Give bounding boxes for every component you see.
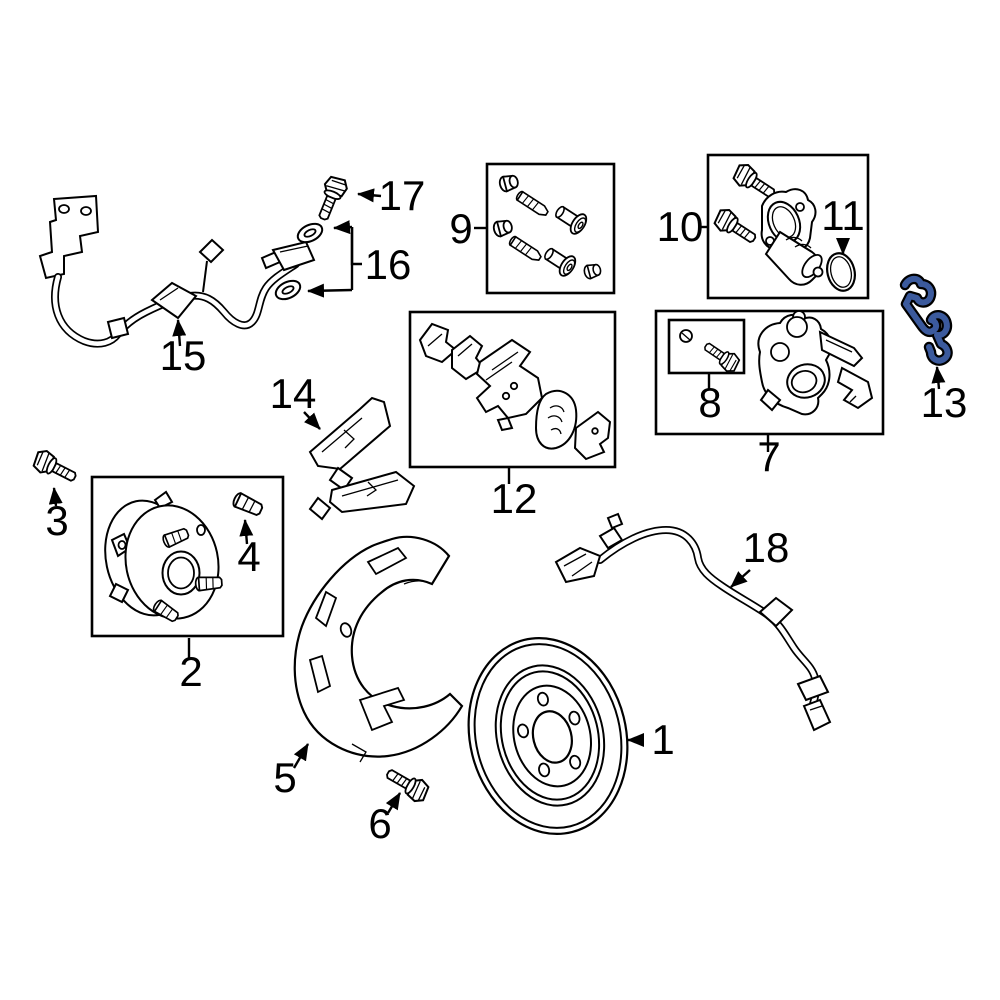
callout-16: 16	[365, 241, 412, 288]
sensor-tip	[802, 698, 832, 732]
bolt-17-drawing	[311, 172, 351, 224]
harness-clip	[106, 316, 130, 340]
splash-shield-drawing	[293, 535, 464, 763]
retaining-clip-13-drawing	[899, 273, 953, 366]
callout-5: 5	[273, 754, 296, 801]
wire-connector	[554, 546, 602, 584]
bolt-3-drawing	[29, 446, 81, 489]
callout-6: 6	[368, 800, 391, 847]
callout-13: 13	[921, 379, 968, 426]
callout-9: 9	[449, 205, 472, 252]
washers-16-drawing	[274, 220, 362, 301]
bolt-6-drawing	[381, 762, 433, 806]
abs-bracket-harness-drawing	[38, 194, 316, 348]
callout-11: 11	[821, 192, 865, 239]
part-8-box	[667, 318, 746, 375]
callout-8: 8	[698, 379, 721, 426]
callout-3: 3	[45, 497, 68, 544]
caliper-drawing	[654, 309, 885, 436]
callout-12: 12	[491, 475, 538, 522]
callout-18: 18	[743, 524, 790, 571]
callout-1: 1	[651, 716, 674, 763]
callout-4: 4	[237, 533, 260, 580]
caliper-bracket-drawing	[308, 396, 416, 521]
abs-sensor-wire-drawing	[554, 512, 832, 732]
callout-7: 7	[757, 433, 780, 480]
brake-pads-drawing	[408, 310, 617, 469]
callout-leaders	[48, 188, 946, 814]
wire-grommet	[758, 596, 794, 628]
callout-labels: 1 2 3 4 5 6 7 8 9 10 11 12 13 14 15 16 1…	[45, 172, 967, 847]
callout-17: 17	[379, 172, 426, 219]
wheel-stud-4-drawing	[230, 490, 265, 519]
callout-2: 2	[179, 648, 202, 695]
harness-clamp	[150, 281, 198, 320]
part-12-box	[408, 310, 617, 469]
guide-pin-kit-drawing	[485, 162, 616, 295]
wheel-hub-drawing	[90, 475, 285, 638]
brake-rotor-drawing	[467, 637, 629, 835]
o-ring-11-drawing	[826, 252, 856, 292]
clip-highlight	[902, 275, 951, 364]
callout-10: 10	[657, 203, 704, 250]
part-2-box	[90, 475, 285, 638]
harness-connector	[271, 240, 316, 272]
callout-15: 15	[160, 332, 207, 379]
callout-14: 14	[270, 370, 317, 417]
part-7-box	[654, 309, 885, 436]
